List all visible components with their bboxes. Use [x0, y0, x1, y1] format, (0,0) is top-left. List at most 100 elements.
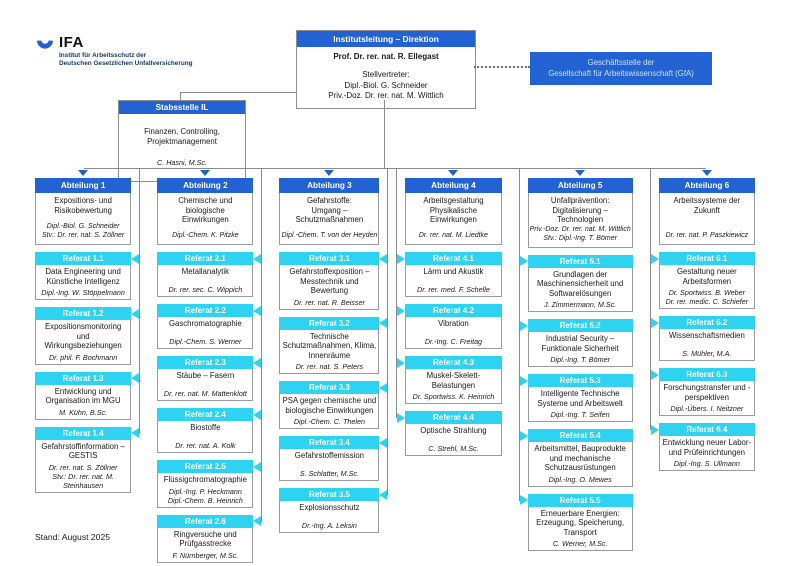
connector-line: [139, 168, 141, 434]
referat-card: Referat 6.4 Entwicklung neuer Labor- und…: [650, 423, 755, 471]
referat-card: Referat 2.5 Flüssigchromatographie Dipl.…: [157, 460, 262, 508]
referat-header: Referat 6.4: [650, 423, 755, 436]
referat-header: Referat 6.3: [650, 368, 755, 381]
deputy-label: Stellvertreter:: [362, 70, 410, 80]
referat-person: Dipl.-Chem. B. Heinrich: [167, 495, 243, 505]
referat-desc: Muskel-Skelett-Belastungen: [426, 371, 481, 390]
referat-card: Referat 5.4 Arbeitsmittel, Bauprodukte u…: [519, 429, 633, 487]
referat-header: Referat 3.4: [279, 436, 388, 449]
institutsleitung-box: Institutsleitung – Direktion Prof. Dr. r…: [296, 30, 476, 109]
referat-card: Referat 6.3 Forschungstransfer und -pers…: [650, 368, 755, 416]
referat-header: Referat 1.4: [35, 426, 140, 440]
referat-header: Referat 1.3: [35, 371, 140, 385]
referat-card: Referat 3.2 Technische Schutzmaßnahmen, …: [279, 316, 388, 374]
abteilung-lead: Dipl.-Chem. K. Pitzke: [172, 231, 239, 239]
referat-desc: Erneuerbare Energien: Erzeugung, Speiche…: [536, 508, 625, 537]
referat-card: Referat 5.3 Intelligente Technische Syst…: [519, 374, 633, 423]
referat-person: Dipl.-Ing. T. Seifen: [550, 410, 610, 420]
referat-person: J. Zimmermann, M.Sc.: [544, 300, 617, 310]
referat-person: Dr. rer. nat. M. Mattenklott: [163, 389, 247, 398]
referat-header: Referat 2.5: [157, 460, 262, 473]
referat-header: Referat 1.2: [35, 307, 140, 320]
referat-header: Referat 6.2: [650, 316, 755, 329]
referat-card: Referat 1.1 Data Engineering und Künstli…: [35, 252, 140, 300]
abteilung-header: Abteilung 3: [279, 178, 380, 193]
abteilung-card: Abteilung 3 Gefahrstoffe: Umgang – Schut…: [279, 178, 380, 245]
abteilung-desc: Gefahrstoffe: Umgang – Schutzmaßnahmen: [295, 196, 364, 224]
referat-desc: Gefahrstoffemission: [294, 451, 364, 460]
referat-header: Referat 2.1: [157, 252, 262, 265]
referat-card: Referat 4.1 Lärm und Akustik Dr. rer. me…: [397, 252, 502, 297]
referat-card: Referat 6.1 Gestaltung neuer Arbeitsform…: [650, 252, 755, 309]
referat-person: Dipl.-Chem. S. Werner: [169, 337, 242, 346]
referat-desc: Optische Strahlung: [420, 426, 487, 435]
referat-header: Referat 5.2: [519, 319, 633, 333]
ifa-logo-icon: [37, 40, 53, 49]
gfa-box: Geschäftsstelle der Gesellschaft für Arb…: [530, 52, 712, 85]
referat-header: Referat 2.2: [157, 304, 262, 317]
referat-card: Referat 4.3 Muskel-Skelett-Belastungen D…: [397, 356, 502, 404]
referat-person: Dr. rer. medic. C. Schiefer: [665, 297, 749, 306]
connector-line: [518, 168, 520, 501]
referat-desc: Industrial Security – Funktionale Sicher…: [541, 334, 619, 353]
stabsstelle-person: C. Hasni, M.Sc.: [157, 157, 207, 167]
connector-line: [84, 168, 706, 169]
referat-header: Referat 4.1: [397, 252, 502, 265]
referat-card: Referat 1.3 Entwicklung und Organisation…: [35, 371, 140, 420]
abteilung-card: Abteilung 4 Arbeitsgestaltung Physikalis…: [405, 178, 502, 245]
referat-header: Referat 6.1: [650, 252, 755, 265]
abteilung-lead: Dipl.-Chem. T. von der Heyden: [281, 231, 378, 239]
referat-header: Referat 3.5: [279, 488, 388, 501]
referat-header: Referat 3.1: [279, 252, 388, 265]
abteilung-desc: Arbeitssysteme der Zukunft: [673, 196, 741, 215]
dotted-connector-line: [474, 66, 530, 68]
institutsleitung-body: Prof. Dr. rer. nat. R. Ellegast Stellver…: [297, 47, 475, 108]
referat-card: Referat 3.1 Gefahrstoffexposition – Mess…: [279, 252, 388, 310]
ifa-logo: IFA Institut für Arbeitsschutz der Deuts…: [35, 35, 193, 68]
connector-line: [396, 168, 398, 418]
department-column-3: Abteilung 3 Gefahrstoffe: Umgang – Schut…: [279, 168, 389, 563]
abteilung-lead: Dr. rer. nat. M. Liedtke: [418, 231, 488, 239]
department-column-6: Abteilung 6 Arbeitssysteme der Zukunft D…: [649, 168, 755, 563]
referat-header: Referat 2.4: [157, 408, 262, 421]
referat-desc: Biostoffe: [190, 423, 221, 432]
referat-person: Dr. Sportwiss. B. Weber: [668, 288, 746, 297]
referat-person: C. Strehl, M.Sc.: [428, 444, 479, 453]
referat-desc: Expositionsmonitoring und Wirkungsbezieh…: [44, 322, 122, 350]
referat-desc: Wissenschaftsmedien: [668, 331, 745, 340]
department-column-1: Abteilung 1 Expositions- und Risikobewer…: [35, 168, 141, 563]
abteilung-card: Abteilung 2 Chemische und biologische Ei…: [157, 178, 254, 245]
referat-person: Dr. Sportwiss. K. Heinrich: [412, 392, 495, 401]
deputy-name: Dipl.-Biol. G. Schneider: [344, 80, 428, 90]
referat-desc: Ringversuche und Prüfgasstrecke: [173, 529, 237, 549]
departments-grid: Abteilung 1 Expositions- und Risikobewer…: [35, 168, 755, 563]
connector-line: [649, 168, 651, 430]
deputy-name: Priv.-Doz. Dr. rer. nat. M. Wittlich: [328, 91, 444, 101]
referat-card: Referat 3.3 PSA gegen chemische und biol…: [279, 381, 388, 429]
referat-desc: Intelligente Technische Systeme und Arbe…: [537, 389, 623, 408]
referat-desc: Grundlagen der Maschinensicherheit und S…: [537, 269, 624, 298]
referat-person: Dr. rer. nat. R. Beisser: [293, 297, 365, 307]
referat-card: Referat 2.6 Ringversuche und Prüfgasstre…: [157, 514, 262, 563]
connector-line: [180, 92, 181, 100]
connector-line: [180, 92, 296, 93]
referat-desc: Vibration: [438, 319, 469, 328]
referat-person: Dr. rer. med. F. Schelle: [417, 285, 490, 294]
referat-card: Referat 1.4 Gefahrstoffinformation – GES…: [35, 426, 140, 493]
connector-line: [387, 168, 389, 495]
abteilung-desc: Expositions- und Risikobewertung: [54, 196, 112, 215]
department-column-5: Abteilung 5 Unfallprävention: Digitalisi…: [518, 168, 633, 563]
abteilung-desc: Arbeitsgestaltung Physikalische Einwirku…: [423, 196, 484, 224]
abteilung-lead: Stv.: Dr. rer. nat. S. Zöllner: [42, 231, 125, 239]
referat-desc: Stäube – Fasern: [176, 371, 235, 380]
referat-desc: Data Engineering und Künstliche Intellig…: [45, 267, 121, 286]
referat-desc: Gaschromatographie: [168, 319, 242, 328]
referat-card: Referat 3.4 Gefahrstoffemission S. Schla…: [279, 436, 388, 481]
referat-card: Referat 4.4 Optische Strahlung C. Strehl…: [397, 411, 502, 456]
referat-card: Referat 5.2 Industrial Security – Funkti…: [519, 319, 633, 368]
referat-person: Dr. phil. F. Bochmann: [48, 352, 118, 362]
abteilung-lead: Dr. rer. nat. P. Paszkiewicz: [665, 231, 749, 239]
referat-desc: Explosionsschutz: [299, 503, 360, 512]
referat-person: Dipl.-Chem. C. Thelen: [293, 417, 365, 426]
